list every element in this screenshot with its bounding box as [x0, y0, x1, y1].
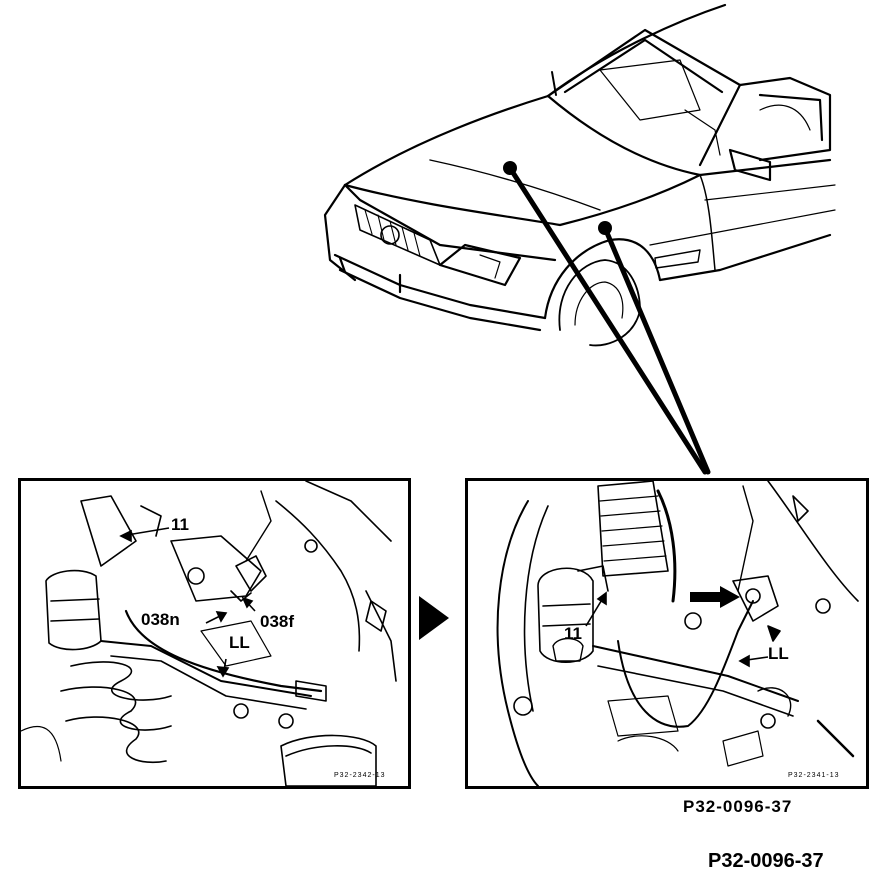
transition-arrow-icon — [419, 596, 449, 640]
callout-11-left: 11 — [171, 515, 189, 534]
callout-ll-left: LL — [229, 633, 250, 652]
figure-ref-inner: P32-0096-37 — [683, 797, 793, 816]
callout-ll-right: LL — [768, 644, 789, 663]
callout-038n: 038n — [141, 610, 180, 629]
detail-panel-right: 11 LL P32-2341-13 — [465, 478, 869, 789]
panel-code-left: P32-2342-13 — [334, 772, 386, 779]
pointer-arrow-icon — [690, 586, 740, 608]
panel-code-right: P32-2341-13 — [788, 772, 840, 779]
callout-038f: 038f — [260, 612, 295, 631]
callout-11-right: 11 — [564, 624, 582, 643]
detail-panel-left: 11 038n 038f LL P32-2342-13 — [18, 478, 411, 789]
figure-ref-outer: P32-0096-37 — [708, 850, 824, 872]
car-illustration — [323, 3, 836, 475]
